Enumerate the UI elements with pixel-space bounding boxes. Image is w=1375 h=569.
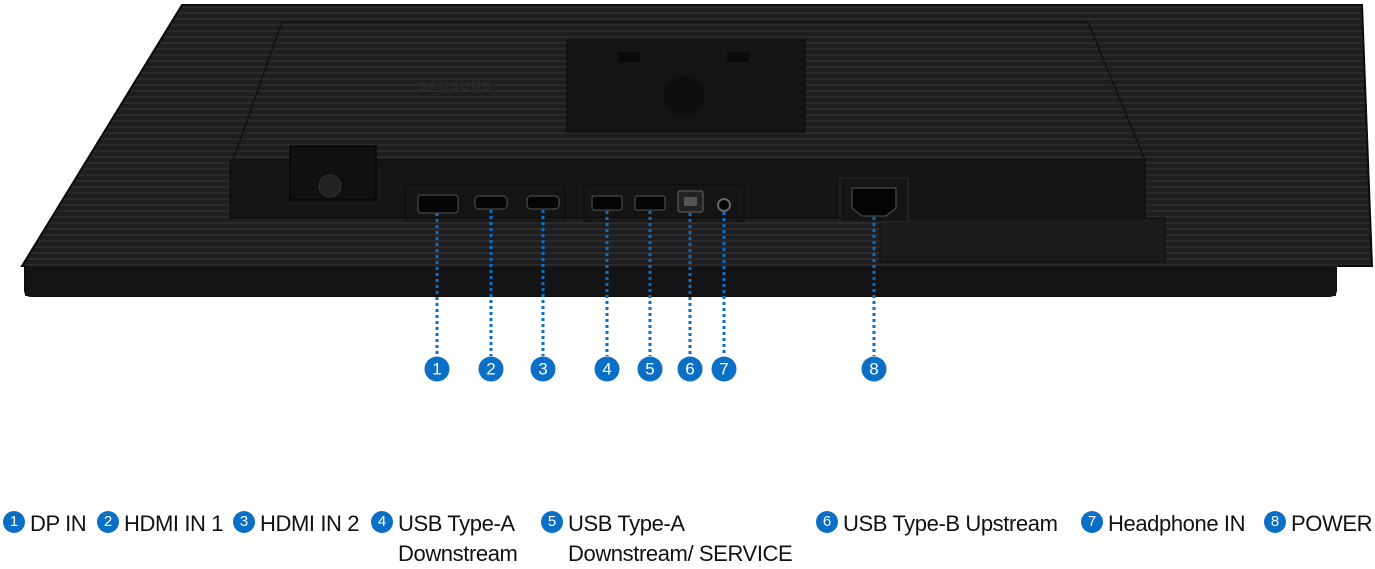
port-hdmi-2 — [526, 195, 560, 210]
callout-4: 4 — [594, 356, 620, 382]
callout-5: 5 — [637, 356, 663, 382]
stand-knob — [318, 174, 342, 198]
callout-2: 2 — [478, 356, 504, 382]
port-usb-a-1 — [591, 195, 623, 211]
callout-6: 6 — [677, 356, 703, 382]
legend-label: DP IN — [30, 511, 87, 536]
samsung-logo: SAMSUNG — [418, 79, 493, 93]
callout-lines — [435, 210, 876, 356]
port-headphone — [717, 198, 731, 212]
legend-number: 5 — [541, 511, 563, 533]
legend-label: Downstream/ SERVICE — [568, 541, 793, 566]
legend-label: USB Type-A — [398, 511, 515, 536]
legend-number: 3 — [233, 511, 255, 533]
port-usb-a-2 — [634, 195, 666, 211]
legend-label: Headphone IN — [1108, 511, 1246, 536]
legend-number: 8 — [1264, 511, 1286, 533]
legend-label: USB Type-A — [568, 511, 685, 536]
legend-label: HDMI IN 2 — [260, 511, 360, 536]
port-hdmi-1 — [474, 195, 508, 210]
legend-number: 6 — [816, 511, 838, 533]
legend-number: 2 — [97, 511, 119, 533]
vesa-center-hole — [664, 75, 704, 115]
callout-3: 3 — [530, 356, 556, 382]
monitor-rear-view: SAMSUNG — [20, 4, 1374, 356]
port-dp-in — [417, 194, 459, 214]
legend-number: 4 — [371, 511, 393, 533]
legend-label: POWER — [1291, 511, 1373, 536]
legend-number: 7 — [1081, 511, 1103, 533]
callout-1: 1 — [424, 356, 450, 382]
legend-label: USB Type-B Upstream — [843, 511, 1058, 536]
callout-7: 7 — [711, 356, 737, 382]
legend-number: 1 — [3, 511, 25, 533]
callout-8: 8 — [861, 356, 887, 382]
legend-label: HDMI IN 1 — [124, 511, 224, 536]
legend-label: Downstream — [398, 541, 518, 566]
